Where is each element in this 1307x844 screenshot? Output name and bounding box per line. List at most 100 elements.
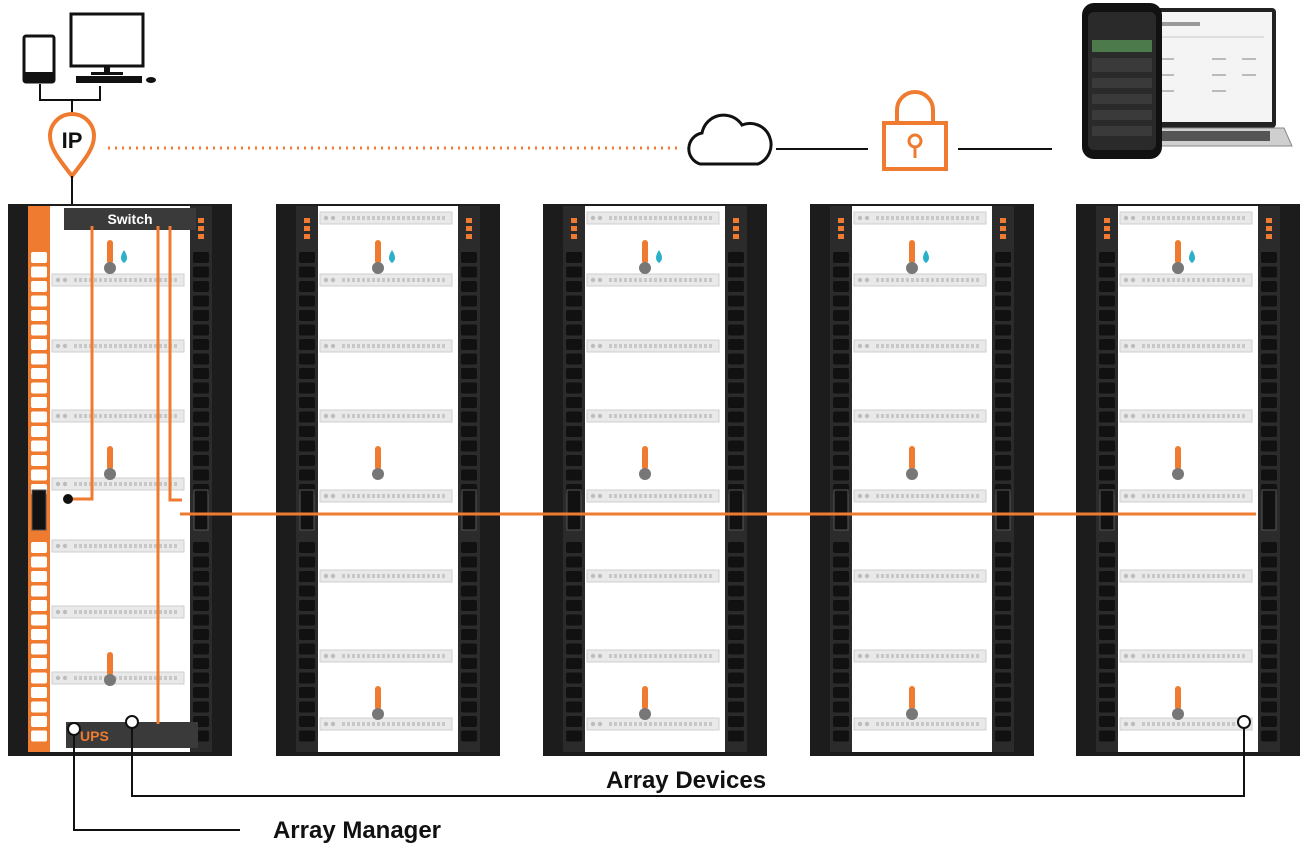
thermometer-icon [906, 446, 918, 480]
outlet [833, 585, 849, 597]
outlet [31, 339, 47, 350]
outlet [461, 252, 477, 263]
outlet [461, 672, 477, 684]
outlet [1099, 339, 1115, 350]
array-manager-leader [73, 728, 240, 831]
outlet [31, 629, 47, 640]
outlet [193, 629, 209, 640]
outlet [566, 339, 582, 350]
outlet [461, 368, 477, 379]
pdu-controller [31, 489, 47, 531]
outlet [566, 310, 582, 321]
outlet [461, 614, 477, 626]
outlet [833, 397, 849, 408]
outlet [1099, 426, 1115, 437]
outlet [299, 716, 315, 727]
server-unit [1119, 409, 1253, 423]
outlet [833, 426, 849, 437]
outlet [995, 252, 1011, 263]
thermometer-icon [906, 686, 918, 720]
outlet [193, 687, 209, 698]
outlet [833, 643, 849, 655]
outlet [566, 629, 582, 640]
outlet [31, 614, 47, 626]
outlet [728, 716, 744, 727]
outlet [461, 339, 477, 350]
outlet [31, 324, 47, 336]
outlet [728, 266, 744, 278]
array-manager-label: Array Manager [273, 817, 441, 844]
outlet [1099, 440, 1115, 452]
pdu-controller [728, 489, 744, 531]
outlet [31, 281, 47, 292]
server-unit [1119, 211, 1253, 225]
outlet [461, 353, 477, 365]
server-unit [1119, 649, 1253, 663]
outlet [833, 600, 849, 611]
ip-location-pin-icon: IP [47, 112, 97, 180]
outlet [299, 426, 315, 437]
outlet [566, 266, 582, 278]
server-unit [51, 273, 185, 287]
outlet [833, 411, 849, 423]
outlet [728, 324, 744, 336]
outlet [193, 571, 209, 582]
outlet [728, 629, 744, 640]
outlet [1261, 643, 1277, 655]
pdu-controller [1099, 489, 1115, 531]
server-unit [586, 273, 720, 287]
outlet [728, 455, 744, 466]
outlet [299, 629, 315, 640]
outlet [461, 600, 477, 611]
server-unit [319, 489, 453, 503]
outlet [566, 469, 582, 481]
outlet [1099, 455, 1115, 466]
outlet [1099, 397, 1115, 408]
outlet [299, 440, 315, 452]
padlock-icon [882, 90, 948, 171]
outlet [1261, 339, 1277, 350]
outlet [1099, 658, 1115, 669]
outlet [299, 643, 315, 655]
outlet [995, 556, 1011, 568]
outlet [833, 295, 849, 307]
thermometer-icon [1172, 446, 1184, 480]
outlet [995, 643, 1011, 655]
outlet [995, 426, 1011, 437]
thermometer-icon [104, 240, 116, 274]
outlet [299, 730, 315, 742]
outlet [995, 614, 1011, 626]
outlet [31, 716, 47, 727]
outlet [193, 295, 209, 307]
outlet [193, 600, 209, 611]
outlet [995, 339, 1011, 350]
outlet [299, 295, 315, 307]
outlet [995, 672, 1011, 684]
server-unit [51, 339, 185, 353]
outlet [1099, 643, 1115, 655]
outlet [728, 469, 744, 481]
outlet [566, 556, 582, 568]
outlet [728, 542, 744, 553]
thermometer-icon [104, 652, 116, 686]
pdu-controller [193, 489, 209, 531]
server-unit [853, 409, 987, 423]
thermometer-icon [1172, 686, 1184, 720]
outlet [461, 643, 477, 655]
outlet [1099, 542, 1115, 553]
outlet [1261, 658, 1277, 669]
thermometer-icon [639, 240, 651, 274]
outlet [566, 368, 582, 379]
outlet [1261, 382, 1277, 394]
desktop-computer-and-tablet-icon [22, 12, 156, 84]
outlet [193, 382, 209, 394]
outlet [1261, 730, 1277, 742]
outlet [833, 716, 849, 727]
outlet [833, 672, 849, 684]
outlet [31, 556, 47, 568]
outlet [1261, 368, 1277, 379]
rack-5 [1076, 204, 1300, 756]
outlet [728, 382, 744, 394]
outlet [299, 368, 315, 379]
outlet [728, 411, 744, 423]
